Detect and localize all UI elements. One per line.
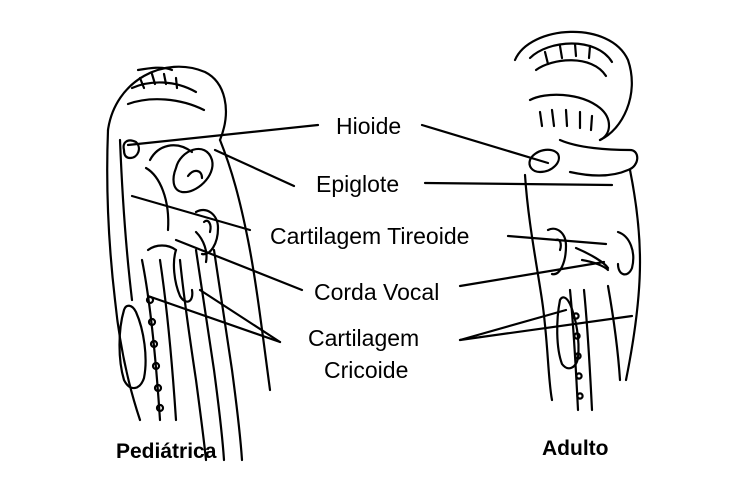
label-thyroid-cartilage: Cartilagem Tireoide <box>270 223 470 249</box>
label-epiglottis: Epiglote <box>316 171 400 197</box>
label-vocal-cord: Corda Vocal <box>314 279 440 305</box>
pediatric-airway-drawing <box>106 65 272 462</box>
label-hyoid: Hioide <box>336 113 402 139</box>
adult-airway-drawing <box>513 30 642 412</box>
label-cricoid-cartilage-line2: Cricoide <box>324 357 409 383</box>
label-cricoid-cartilage-line1: Cartilagem <box>308 325 420 351</box>
caption-adult: Adulto <box>542 437 609 460</box>
leader-lines <box>126 123 634 344</box>
caption-pediatric: Pediátrica <box>116 440 217 463</box>
